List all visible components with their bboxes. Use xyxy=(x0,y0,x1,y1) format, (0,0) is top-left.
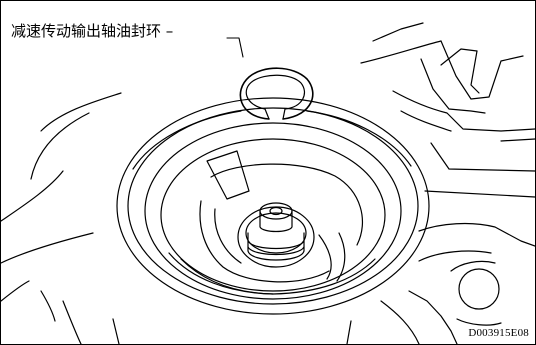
callout-dash: – xyxy=(161,22,174,40)
figure-code: D003915E08 xyxy=(468,327,529,339)
oil-seal-ring xyxy=(239,67,314,120)
callout-text: 减速传动输出轴油封环 xyxy=(11,22,162,40)
inner-plate xyxy=(199,150,364,283)
housing-left xyxy=(1,92,122,344)
housing-right xyxy=(346,22,535,344)
callout-leader xyxy=(226,37,244,58)
output-shaft xyxy=(237,202,315,268)
housing-bore xyxy=(116,97,430,315)
oil-seal-ring-label: 减速传动输出轴油封环 – xyxy=(11,22,176,40)
